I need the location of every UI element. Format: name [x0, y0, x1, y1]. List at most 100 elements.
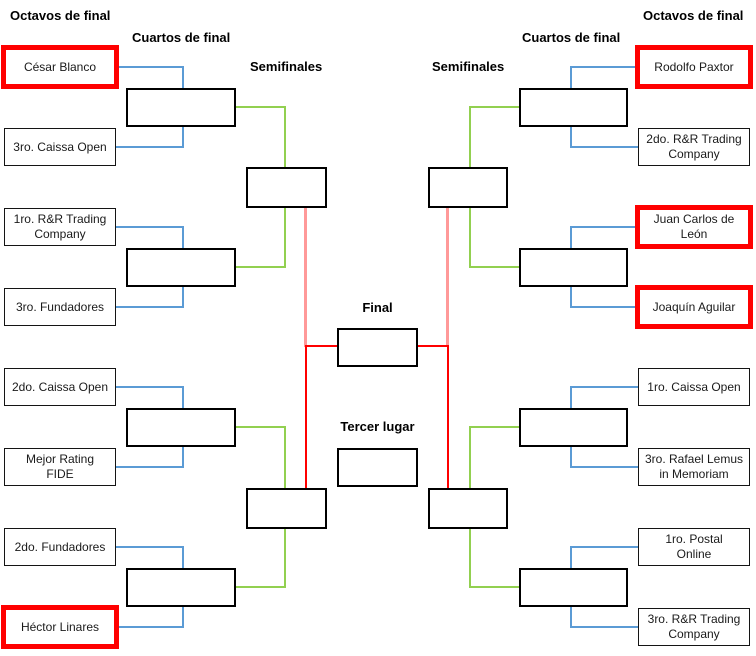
cuartos-slot-right-3 [519, 408, 628, 447]
entry-rodolfo-paxtor: Rodolfo Paxtor [635, 45, 753, 89]
round-header-cuartos-right: Cuartos de final [522, 30, 621, 45]
connector-blue [570, 66, 572, 89]
cuartos-slot-right-2 [519, 248, 628, 287]
connector-blue [116, 306, 183, 308]
entry-label: Mejor Rating FIDE [25, 452, 95, 481]
connector-green [469, 426, 471, 488]
entry-label: 3ro. Rafael Lemus in Memoriam [644, 452, 744, 481]
round-header-semifinales-right: Semifinales [432, 59, 505, 74]
entry-label: Héctor Linares [20, 619, 100, 634]
round-header-octavos-left: Octavos de final [10, 8, 111, 23]
entry-joaquin-aguilar: Joaquín Aguilar [635, 285, 753, 329]
connector-blue [116, 226, 183, 228]
entry-label: Rodolfo Paxtor [654, 59, 734, 74]
connector-green [284, 426, 286, 488]
entry-label: Juan Carlos de León [653, 212, 735, 241]
final-slot [337, 328, 418, 367]
entry-rr-trading-3ro: 3ro. R&R Trading Company [638, 608, 750, 646]
entry-caissa-open-3ro: 3ro. Caissa Open [4, 128, 116, 166]
entry-label: 1ro. Postal Online [665, 532, 723, 561]
cuartos-slot-left-1 [126, 88, 236, 127]
entry-label: 3ro. Caissa Open [13, 139, 107, 154]
entry-juan-carlos-de-leon: Juan Carlos de León [635, 205, 753, 249]
entry-label: Joaquín Aguilar [652, 299, 736, 314]
connector-blue [116, 626, 183, 628]
connector-green [469, 206, 471, 268]
connector-green [469, 106, 471, 168]
connector-green [470, 106, 519, 108]
connector-blue [570, 287, 572, 308]
connector-green [236, 266, 286, 268]
entry-rr-trading-2do: 2do. R&R Trading Company [638, 128, 750, 166]
cuartos-slot-left-4 [126, 568, 236, 607]
connector-blue [116, 66, 183, 68]
connector-blue [570, 127, 572, 148]
connector-red [417, 345, 449, 347]
connector-blue [572, 146, 638, 148]
entry-caissa-open-1ro: 1ro. Caissa Open [638, 368, 750, 406]
round-header-octavos-right: Octavos de final [643, 8, 744, 23]
connector-pink [446, 208, 449, 347]
third-place-slot [337, 448, 418, 487]
connector-red [305, 345, 307, 489]
connector-green [236, 586, 286, 588]
cuartos-slot-right-4 [519, 568, 628, 607]
semifinal-slot-right-1 [428, 167, 508, 208]
entry-label: César Blanco [23, 59, 97, 74]
entry-label: 3ro. Fundadores [15, 299, 105, 314]
cuartos-slot-left-3 [126, 408, 236, 447]
entry-rr-trading-1ro: 1ro. R&R Trading Company [4, 208, 116, 246]
connector-blue [572, 626, 638, 628]
connector-blue [182, 127, 184, 148]
entry-mejor-rating-fide: Mejor Rating FIDE [4, 448, 116, 486]
connector-blue [116, 146, 183, 148]
entry-rafael-lemus-3ro: 3ro. Rafael Lemus in Memoriam [638, 448, 750, 486]
entry-hector-linares: Héctor Linares [1, 605, 119, 649]
semifinal-slot-right-2 [428, 488, 508, 529]
connector-green [284, 206, 286, 268]
third-place-header: Tercer lugar [340, 419, 415, 434]
connector-red [447, 345, 449, 489]
connector-blue [572, 306, 638, 308]
connector-blue [570, 546, 572, 569]
entry-caissa-open-2do: 2do. Caissa Open [4, 368, 116, 406]
connector-blue [182, 447, 184, 468]
connector-blue [572, 466, 638, 468]
entry-fundadores-3ro: 3ro. Fundadores [4, 288, 116, 326]
connector-blue [572, 66, 638, 68]
connector-green [284, 106, 286, 168]
connector-green [236, 106, 286, 108]
round-header-cuartos-left: Cuartos de final [132, 30, 231, 45]
connector-blue [570, 226, 572, 249]
connector-blue [570, 607, 572, 628]
connector-red [305, 345, 338, 347]
connector-blue [570, 447, 572, 468]
round-header-semifinales-left: Semifinales [250, 59, 323, 74]
connector-green [470, 426, 519, 428]
semifinal-slot-left-1 [246, 167, 327, 208]
connector-green [470, 586, 519, 588]
connector-blue [572, 226, 638, 228]
connector-blue [182, 386, 184, 409]
semifinal-slot-left-2 [246, 488, 327, 529]
entry-label: 2do. Caissa Open [11, 379, 109, 394]
connector-pink [304, 208, 307, 347]
connector-blue [182, 287, 184, 308]
cuartos-slot-right-1 [519, 88, 628, 127]
connector-blue [182, 66, 184, 89]
entry-label: 2do. Fundadores [14, 539, 106, 554]
connector-green [470, 266, 519, 268]
connector-blue [182, 607, 184, 628]
connector-blue [182, 226, 184, 249]
cuartos-slot-left-2 [126, 248, 236, 287]
connector-blue [182, 546, 184, 569]
entry-label: 1ro. R&R Trading Company [13, 212, 107, 241]
connector-blue [572, 386, 638, 388]
connector-blue [116, 466, 183, 468]
entry-cesar-blanco: César Blanco [1, 45, 119, 89]
connector-green [284, 526, 286, 588]
entry-label: 3ro. R&R Trading Company [647, 612, 741, 641]
connector-blue [116, 386, 183, 388]
final-header: Final [362, 300, 393, 315]
